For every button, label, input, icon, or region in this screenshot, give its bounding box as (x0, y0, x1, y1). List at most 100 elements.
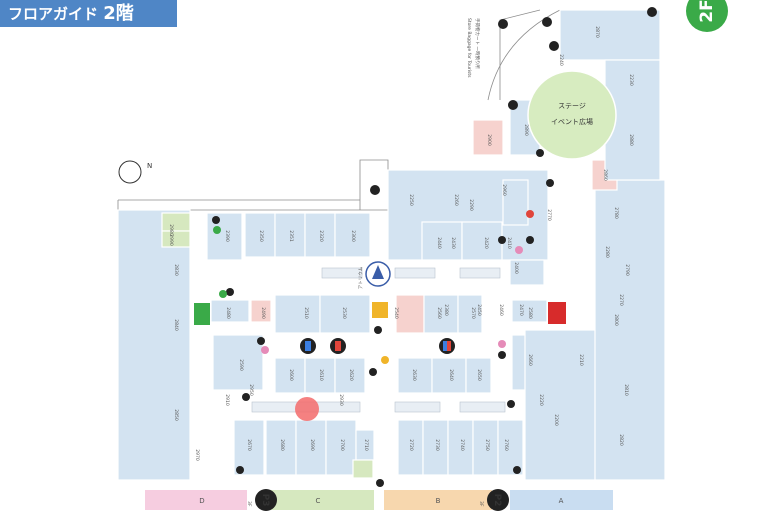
event-plaza[interactable]: ステージ イベント広場 (527, 70, 617, 160)
shop-number-2690: 2690 (309, 439, 315, 451)
shop-number-2290: 2290 (468, 199, 474, 211)
shop-number-2620: 2620 (348, 369, 354, 381)
nursing-room-icon (515, 246, 523, 254)
stage-label: ステージ (558, 102, 586, 110)
restroom-icons[interactable] (300, 338, 455, 354)
atrium[interactable]: アトリウム (357, 261, 391, 289)
zone-c-bar (262, 490, 374, 510)
shop-number-2540: 2540 (393, 307, 399, 319)
shop-number-2630: 2630 (411, 369, 417, 381)
shop-block-2250 (352, 459, 374, 479)
shop-number-2810: 2810 (623, 384, 629, 396)
parking-p2-icon (487, 489, 509, 511)
shop-block-2210 (265, 419, 297, 476)
shop-number-2400: 2400 (513, 262, 519, 274)
shop-blocks[interactable] (117, 9, 666, 481)
shop-number-2280: 2280 (604, 246, 610, 258)
shop-block-2740 (447, 419, 474, 476)
nursing-room-icon (261, 346, 269, 354)
shop-number-2700: 2700 (339, 439, 345, 451)
shop-block-2560 (319, 294, 371, 334)
shop-block-2380 (509, 259, 545, 286)
shop-number-2510: 2510 (303, 307, 309, 319)
shop-number-2420: 2420 (483, 237, 489, 249)
shop-number-2660: 2660 (527, 354, 533, 366)
shop-number-2830: 2830 (173, 264, 179, 276)
shop-number-2450: 2450 (476, 304, 482, 316)
elevator-icon (546, 179, 554, 187)
shop-number-2720: 2720 (408, 439, 414, 451)
shop-number-2930: 2930 (338, 394, 344, 406)
compass: N (118, 160, 152, 184)
shop-number-2580: 2580 (527, 307, 533, 319)
shop-number-2980: 2980 (168, 224, 174, 236)
you-are-here-marker (295, 397, 319, 421)
shop-block-2990 (559, 9, 661, 61)
shop-number-2530: 2530 (341, 307, 347, 319)
shop-number-2490: 2490 (260, 307, 266, 319)
shop-number-2710: 2710 (363, 439, 369, 451)
shop-number-2200: 2200 (553, 414, 559, 426)
escalator-icon (370, 185, 380, 195)
shop-number-2890: 2890 (523, 124, 529, 136)
shop-number-2480: 2480 (225, 307, 231, 319)
nursing-room-icon (498, 340, 506, 348)
shop-block-2540 (274, 294, 321, 334)
shop-number-2600: 2600 (288, 369, 294, 381)
info-icon (498, 19, 508, 29)
shop-number-2460: 2460 (498, 304, 504, 316)
zone-a-label: A (559, 497, 564, 505)
event-plaza-label: イベント広場 (551, 117, 593, 126)
shop-number-2800: 2800 (613, 314, 619, 326)
shop-number-2730: 2730 (434, 439, 440, 451)
fire-icon (526, 210, 534, 218)
accessible-icon (526, 236, 534, 244)
shop-number-2990: 2990 (168, 234, 174, 246)
shop-number-2351: 2351 (288, 230, 294, 242)
shop-block-2470 (210, 299, 250, 323)
shop-number-2210: 2210 (578, 354, 584, 366)
shop-block-2320b (274, 212, 306, 258)
shop-block-2420 (461, 221, 503, 261)
floor-guide-title-text: フロアガイド (8, 5, 99, 23)
shop-number-2820: 2820 (618, 434, 624, 446)
service-icons[interactable] (194, 210, 566, 364)
escalator-icon (369, 368, 377, 376)
shop-number-2390: 2390 (224, 230, 230, 242)
shop-number-2860: 2860 (602, 169, 608, 181)
zone-b-bar (384, 490, 492, 510)
shop-number-2300: 2300 (350, 230, 356, 242)
escalator-icon (376, 479, 384, 487)
kids-icon (372, 302, 388, 318)
shop-block-2580 (304, 357, 336, 394)
shop-number-2900: 2900 (486, 134, 492, 146)
floor-guide-floor: 2階 (103, 3, 134, 24)
shop-number-2410: 2410 (506, 237, 512, 249)
shop-block-2700 (457, 294, 483, 334)
shop-number-2650: 2650 (476, 369, 482, 381)
shop-number-2750: 2750 (484, 439, 490, 451)
escalator-icon (507, 400, 515, 408)
info-note-en: Store Baggage for Tourists (466, 18, 472, 78)
shop-number-2260: 2260 (453, 194, 459, 206)
atrium-label: アトリウム (357, 266, 364, 289)
zone-bars[interactable]: D C B A (145, 490, 613, 510)
shop-block-2730 (422, 419, 449, 476)
shop-number-2790: 2790 (624, 264, 630, 276)
shop-block-2510 (212, 334, 264, 391)
escalator-icon (549, 41, 559, 51)
shop-number-2430: 2430 (450, 237, 456, 249)
shop-block-2351 (244, 212, 276, 258)
escalator-icon (647, 7, 657, 17)
shop-number-2640: 2640 (448, 369, 454, 381)
parking-markers[interactable]: P3 3F P2 3F (246, 489, 509, 511)
escalator-icon (542, 17, 552, 27)
shop-number-2780: 2780 (613, 207, 619, 219)
shop-block-2480 (250, 299, 272, 323)
smoking-icon (213, 226, 221, 234)
escalator-icon (226, 288, 234, 296)
shop-block-2430 (421, 221, 463, 261)
escalator-icon (242, 393, 250, 401)
